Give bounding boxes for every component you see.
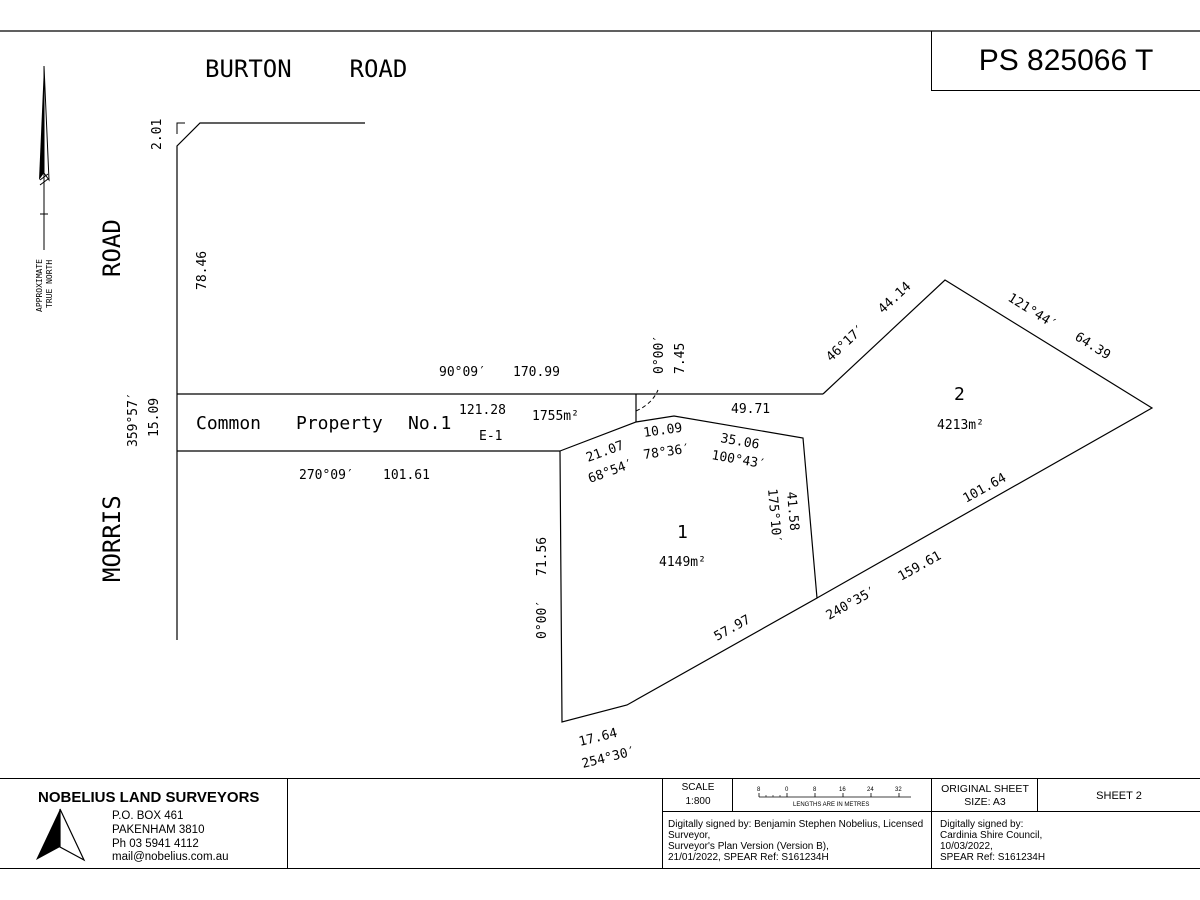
bearing-0-00-top: 0°00′ xyxy=(652,335,667,374)
lot-2-number: 2 xyxy=(954,384,965,405)
dim-64-39: 64.39 xyxy=(1072,330,1113,363)
dim-159-61: 159.61 xyxy=(896,549,944,585)
scale-tick-1: 0 xyxy=(785,787,789,793)
dim-15-09: 15.09 xyxy=(147,398,162,437)
bearing-0-00-left: 0°00′ xyxy=(535,600,550,639)
scale-tick-2: 8 xyxy=(813,787,817,793)
dim-57-97: 57.97 xyxy=(712,612,754,644)
common-property-word-3: No.1 xyxy=(408,413,451,434)
title-block: NOBELIUS LAND SURVEYORS P.O. BOX 461 PAK… xyxy=(0,778,1200,869)
scale-caption: LENGTHS ARE IN METRES xyxy=(793,802,869,808)
easement-label: E-1 xyxy=(479,429,502,444)
road-label-burton: BURTON ROAD xyxy=(205,55,407,83)
dim-78-46: 78.46 xyxy=(195,251,210,290)
scale-tick-4: 24 xyxy=(867,787,874,793)
dim-49-71: 49.71 xyxy=(731,402,770,417)
dim-17-64: 17.64 xyxy=(577,726,619,750)
dim-101-64: 101.64 xyxy=(961,471,1009,507)
surveyor-sign-line-1: Digitally signed by: Benjamin Stephen No… xyxy=(668,819,924,830)
common-property-boundary xyxy=(177,393,823,452)
bearing-121-44: 121°44′ xyxy=(1005,291,1059,333)
original-sheet-box: ORIGINAL SHEET SIZE: A3 xyxy=(932,779,1038,811)
road-boundary xyxy=(176,122,365,640)
council-sign-line-4: SPEAR Ref: S161234H xyxy=(940,852,1046,863)
road-label-morris: MORRIS xyxy=(98,495,126,582)
firm-address-2: PAKENHAM 3810 xyxy=(112,824,205,836)
surveyor-signature-block: Digitally signed by: Benjamin Stephen No… xyxy=(668,819,923,863)
bearing-100-43: 100°43′ xyxy=(710,448,767,472)
north-arrow-icon xyxy=(39,65,50,250)
sheet-number: SHEET 2 xyxy=(1096,790,1142,802)
council-cell: ORIGINAL SHEET SIZE: A3 SHEET 2 Digitall… xyxy=(932,779,1200,868)
firm-logo-icon xyxy=(36,808,86,862)
dim-41-58: 41.58 xyxy=(783,491,801,531)
plan-number: PS 825066 T xyxy=(978,43,1154,77)
scale-tick-0: 8 xyxy=(757,787,761,793)
scale-value: 1:800 xyxy=(685,796,711,807)
surveyor-sign-line-4: 21/01/2022, SPEAR Ref: S161234H xyxy=(668,852,829,863)
scale-bar: 8 0 8 16 24 32 LENGTHS ARE IN METRES xyxy=(757,787,911,808)
bearing-175-10: 175°10′ xyxy=(764,488,784,544)
bearing-359-57: 359°57′ xyxy=(126,392,141,447)
lot-2-boundary xyxy=(816,279,1154,599)
common-property-word-1: Common xyxy=(196,413,261,434)
scale-box: SCALE 1:800 xyxy=(663,779,733,811)
easement-arc xyxy=(635,389,659,412)
dim-121-28: 121.28 xyxy=(459,403,506,418)
lot-1-boundary xyxy=(559,415,818,723)
surveyor-cell: SCALE 1:800 8 0 8 16 24 32 LENGTHS ARE I… xyxy=(663,779,932,868)
common-property-word-2: Property xyxy=(296,413,383,434)
dim-170-99: 170.99 xyxy=(513,365,560,380)
firm-phone: Ph 03 5941 4112 xyxy=(112,838,199,850)
dim-44-14: 44.14 xyxy=(875,279,914,317)
firm-cell: NOBELIUS LAND SURVEYORS P.O. BOX 461 PAK… xyxy=(0,779,288,868)
lot-1-number: 1 xyxy=(677,522,688,543)
north-label-1: APPROXIMATE xyxy=(35,259,44,312)
original-sheet-size: SIZE: A3 xyxy=(964,796,1006,808)
bearing-254-30: 254°30′ xyxy=(580,744,637,772)
dim-7-45: 7.45 xyxy=(673,343,688,374)
lot-1-area: 4149m² xyxy=(659,555,706,570)
council-signature-block: Digitally signed by: Cardinia Shire Coun… xyxy=(940,819,1045,863)
firm-email: mail@nobelius.com.au xyxy=(112,851,229,863)
lot-2-area: 4213m² xyxy=(937,418,984,433)
scale-label: SCALE xyxy=(681,782,715,793)
surveyor-sign-line-2: Surveyor, xyxy=(668,830,711,841)
firm-name: NOBELIUS LAND SURVEYORS xyxy=(38,789,260,806)
council-sign-line-3: 10/03/2022, xyxy=(940,841,993,852)
dim-35-06: 35.06 xyxy=(719,431,760,453)
dim-101-61: 101.61 xyxy=(383,468,430,483)
north-label-2: TRUE NORTH xyxy=(45,260,54,308)
firm-address-1: P.O. BOX 461 xyxy=(112,810,184,822)
dim-2-01: 2.01 xyxy=(150,119,165,150)
surveyor-sign-line-3: Surveyor's Plan Version (Version B), xyxy=(668,841,829,852)
bearing-78-36: 78°36′ xyxy=(642,442,691,463)
scale-tick-3: 16 xyxy=(839,787,846,793)
common-property-area: 1755m² xyxy=(532,409,579,424)
council-sign-line-2: Cardinia Shire Council, xyxy=(940,830,1043,841)
blank-cell xyxy=(288,779,663,868)
bearing-90-09: 90°09′ xyxy=(439,365,486,380)
dim-10-09: 10.09 xyxy=(642,421,683,441)
dim-71-56: 71.56 xyxy=(535,537,550,576)
scale-tick-5: 32 xyxy=(895,787,902,793)
council-sign-line-1: Digitally signed by: xyxy=(940,819,1024,830)
original-sheet-label: ORIGINAL SHEET xyxy=(941,783,1029,795)
plan-number-box: PS 825066 T xyxy=(931,31,1200,91)
road-label-road: ROAD xyxy=(98,219,126,277)
bearing-270-09: 270°09′ xyxy=(299,468,354,483)
